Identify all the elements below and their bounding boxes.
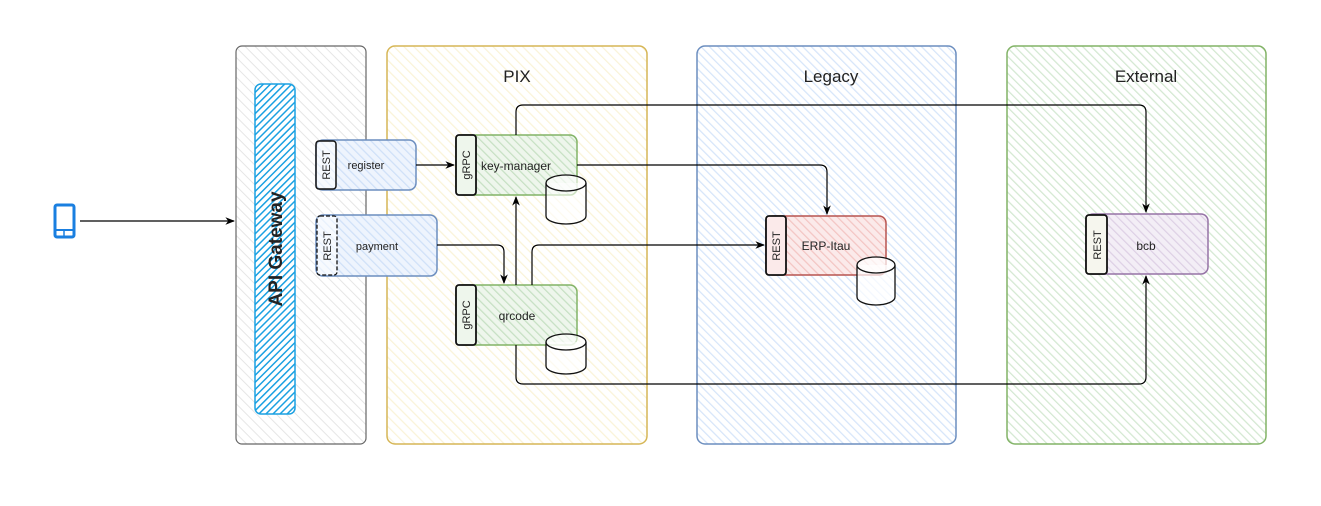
edge-qrcode-bcb bbox=[515, 275, 1150, 385]
edge-qrcode-erp-itau bbox=[531, 241, 765, 285]
service-qrcode[interactable]: gRPC qrcode bbox=[455, 284, 587, 375]
service-label: key-manager bbox=[481, 159, 551, 173]
endpoint-register[interactable]: REST register bbox=[315, 139, 417, 191]
protocol-badge: gRPC bbox=[461, 150, 473, 179]
zone-pix-title: PIX bbox=[503, 67, 530, 86]
zone-legacy-title: Legacy bbox=[804, 67, 859, 86]
protocol-badge: REST bbox=[321, 150, 333, 180]
endpoint-label: payment bbox=[356, 241, 398, 253]
protocol-badge: REST bbox=[1092, 230, 1104, 260]
service-erp-itau[interactable]: REST ERP-Itau bbox=[765, 215, 896, 306]
protocol-badge: REST bbox=[322, 231, 334, 261]
edge-key-manager-erp-itau bbox=[577, 164, 831, 215]
database-icon bbox=[545, 333, 587, 375]
api-gateway[interactable]: API Gateway bbox=[254, 83, 296, 415]
endpoint-label: register bbox=[348, 160, 385, 172]
protocol-badge: REST bbox=[771, 231, 783, 261]
database-icon bbox=[856, 256, 896, 306]
api-gateway-label: API Gateway bbox=[266, 191, 287, 307]
service-label: qrcode bbox=[499, 309, 536, 323]
edge-key-manager-bcb bbox=[515, 104, 1150, 213]
mobile-phone-icon bbox=[53, 203, 76, 239]
database-icon bbox=[545, 174, 587, 225]
zone-external-title: External bbox=[1115, 67, 1177, 86]
service-bcb[interactable]: REST bcb bbox=[1085, 213, 1209, 275]
edge-payment-qrcode bbox=[437, 244, 508, 284]
protocol-badge: gRPC bbox=[461, 300, 473, 329]
endpoint-payment[interactable]: REST payment bbox=[315, 214, 438, 277]
service-label: bcb bbox=[1136, 239, 1156, 253]
service-label: ERP-Itau bbox=[802, 239, 851, 253]
